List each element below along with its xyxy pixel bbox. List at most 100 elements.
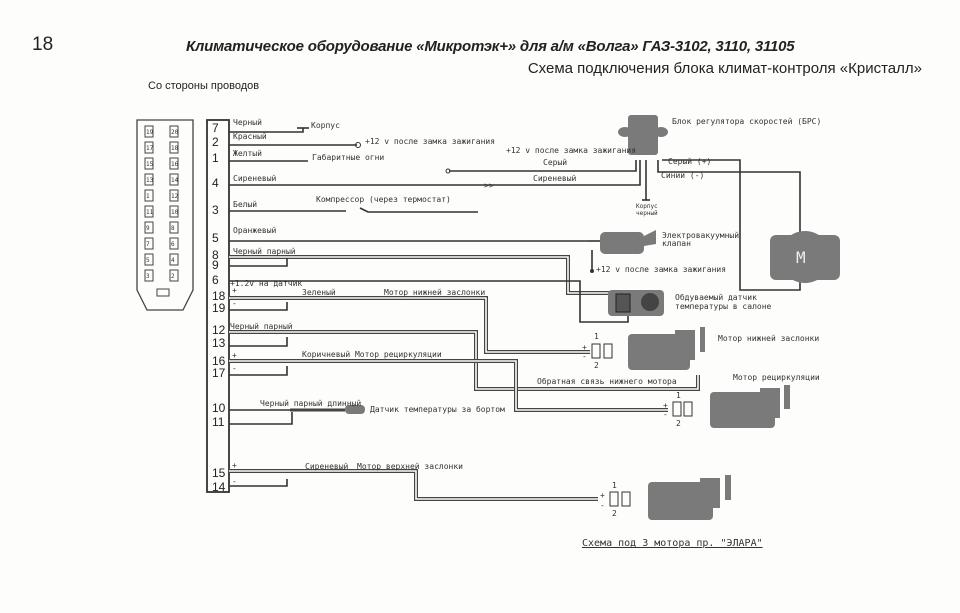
pin-number: 9 bbox=[212, 258, 219, 272]
ground-label: Корпус bbox=[311, 121, 340, 130]
wire-label: Сиреневый bbox=[305, 462, 349, 471]
speed-regulator-block bbox=[618, 115, 668, 155]
upper-motor-wire-label: Мотор верхней заслонки bbox=[357, 462, 463, 471]
wire-label: Серый (+) bbox=[668, 157, 711, 166]
wire-label: +1.2v на датчик bbox=[230, 279, 302, 288]
recirculation-motor bbox=[672, 385, 790, 428]
outside-temp-sensor bbox=[345, 405, 365, 414]
minus-sign: - bbox=[232, 364, 237, 373]
upper-flap-motor bbox=[609, 475, 731, 520]
parking-lights-label: Габаритные огни bbox=[312, 152, 384, 162]
terminal-1: 1 bbox=[594, 332, 599, 341]
arrow-icon: >> bbox=[484, 181, 494, 190]
pin-number: 18 bbox=[212, 289, 226, 303]
pin-number: 4 bbox=[212, 176, 219, 190]
connector-pin bbox=[169, 125, 179, 138]
terminal-1: 1 bbox=[676, 391, 681, 400]
valve-label: клапан bbox=[662, 239, 691, 248]
minus-sign: - bbox=[663, 410, 668, 419]
terminal-2: 2 bbox=[612, 509, 617, 518]
wire-label: Черный парный длинный bbox=[260, 399, 361, 408]
pin-number: 13 bbox=[212, 336, 226, 350]
pin-number: 16 bbox=[212, 354, 226, 368]
minus-sign: - bbox=[600, 501, 605, 510]
wire-label: Красный bbox=[233, 132, 267, 141]
pin-number: 1 bbox=[212, 151, 219, 165]
wire-label: Серый bbox=[543, 158, 567, 167]
connector-pin-number: 1 bbox=[146, 193, 150, 200]
connector-pin bbox=[144, 221, 154, 234]
wire-label: Сиреневый bbox=[533, 174, 577, 183]
minus-sign: - bbox=[582, 352, 587, 361]
feedback-label: Обратная связь нижнего мотора bbox=[537, 376, 677, 386]
pin-number: 7 bbox=[212, 121, 219, 135]
connector-pin bbox=[144, 253, 154, 266]
minus-sign: - bbox=[232, 299, 237, 308]
sensor-label: температуры в салоне bbox=[675, 302, 772, 311]
connector-pin-number: 11 bbox=[146, 209, 154, 216]
pin-number: 17 bbox=[212, 366, 226, 380]
wire-label: Коричневый Мотор рециркуляции bbox=[302, 350, 442, 359]
page-number: 18 bbox=[32, 34, 54, 55]
connector-pin bbox=[144, 141, 154, 154]
connector-pin bbox=[144, 125, 154, 138]
wire-side-label: Со стороны проводов bbox=[148, 80, 260, 92]
motor-M: M bbox=[770, 231, 840, 283]
lower-motor-wire-label: Мотор нижней заслонки bbox=[384, 288, 485, 297]
connector-pin-number: 10 bbox=[171, 209, 179, 216]
connector-pin-number: 5 bbox=[146, 257, 150, 264]
connector-pin-number: 6 bbox=[171, 241, 175, 248]
connector-pin-number: 8 bbox=[171, 225, 175, 232]
connector-pin bbox=[169, 205, 179, 218]
terminal-1: 1 bbox=[612, 481, 617, 490]
valve-label: Электровакуумный bbox=[662, 231, 739, 240]
ignition-label: +12 v после замка зажигания bbox=[506, 146, 636, 155]
lower-flap-motor bbox=[591, 327, 705, 370]
connector-pin-number: 4 bbox=[171, 257, 175, 264]
brs-ground-label: черный bbox=[636, 210, 658, 217]
wire-label: Черный парный bbox=[230, 322, 293, 331]
connector-pin-number: 19 bbox=[146, 129, 154, 136]
plus-sign: + bbox=[663, 401, 668, 410]
connector-pin bbox=[169, 253, 179, 266]
connector-pin bbox=[169, 189, 179, 202]
pin-number: 6 bbox=[212, 273, 219, 287]
connector-pin-number: 2 bbox=[171, 273, 175, 280]
connector-pin-number: 17 bbox=[146, 145, 154, 152]
sensor-label: Обдуваемый датчик bbox=[675, 292, 757, 302]
diagram-subtitle: Схема подключения блока климат-контроля … bbox=[527, 60, 922, 77]
plus-sign: + bbox=[232, 461, 237, 470]
document-title: Климатическое оборудование «Микротэк+» д… bbox=[186, 38, 795, 55]
pin-number: 11 bbox=[212, 415, 225, 429]
vacuum-valve bbox=[588, 230, 656, 273]
connector-pin-number: 18 bbox=[171, 145, 179, 152]
connector-pin-number: 3 bbox=[146, 273, 150, 280]
recirc-motor-label: Мотор рециркуляции bbox=[733, 373, 820, 382]
wire-label: Сиреневый bbox=[233, 174, 277, 183]
plus-sign: + bbox=[232, 351, 237, 360]
footer-caption: Схема под 3 мотора пр. "ЭЛАРА" bbox=[582, 538, 763, 549]
pin-number: 8 bbox=[212, 248, 219, 262]
pin-number: 19 bbox=[212, 301, 226, 315]
connector-pin bbox=[169, 157, 179, 170]
pin-number: 2 bbox=[212, 135, 219, 149]
connector-pin bbox=[169, 221, 179, 234]
wire-label: Оранжевый bbox=[233, 226, 277, 235]
pin-number: 12 bbox=[212, 323, 226, 337]
lower-motor-label: Мотор нижней заслонки bbox=[718, 334, 819, 343]
pin-block bbox=[206, 119, 230, 493]
ignition-label: +12 v после замка зажигания bbox=[596, 265, 726, 274]
connector-pin bbox=[144, 237, 154, 250]
minus-sign: - bbox=[232, 477, 237, 486]
wire-label: Желтый bbox=[233, 149, 262, 158]
connector-pin-number: 12 bbox=[171, 193, 179, 200]
wire-label: Черный bbox=[233, 118, 262, 127]
pin-number: 15 bbox=[212, 466, 226, 480]
connector-pin-number: 16 bbox=[171, 161, 179, 168]
connector-pin bbox=[169, 173, 179, 186]
svg-text:M: M bbox=[796, 248, 806, 267]
plus-sign: + bbox=[232, 286, 237, 295]
connector-pin bbox=[169, 237, 179, 250]
